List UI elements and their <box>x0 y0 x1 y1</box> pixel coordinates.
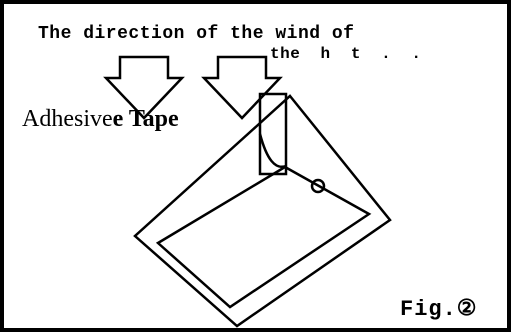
small-hole <box>310 178 326 194</box>
frame-outer-outline <box>133 94 392 328</box>
title-line-2: the h t . . <box>270 45 422 63</box>
frame-inner-outline <box>155 165 372 309</box>
wind-arrow-right <box>201 55 283 120</box>
diagram-drawing <box>103 55 392 328</box>
adhesive-tape-label: Adhesivee Tape <box>22 106 179 133</box>
tape-fold-curve <box>258 133 287 169</box>
title-line-1: The direction of the wind of <box>38 24 355 44</box>
figure-number-label: Fig.② <box>400 297 478 322</box>
tape-label-regular: Adhesive <box>22 106 113 132</box>
wind-arrow-left <box>103 55 185 120</box>
tape-label-bold: e Tape <box>112 106 179 132</box>
